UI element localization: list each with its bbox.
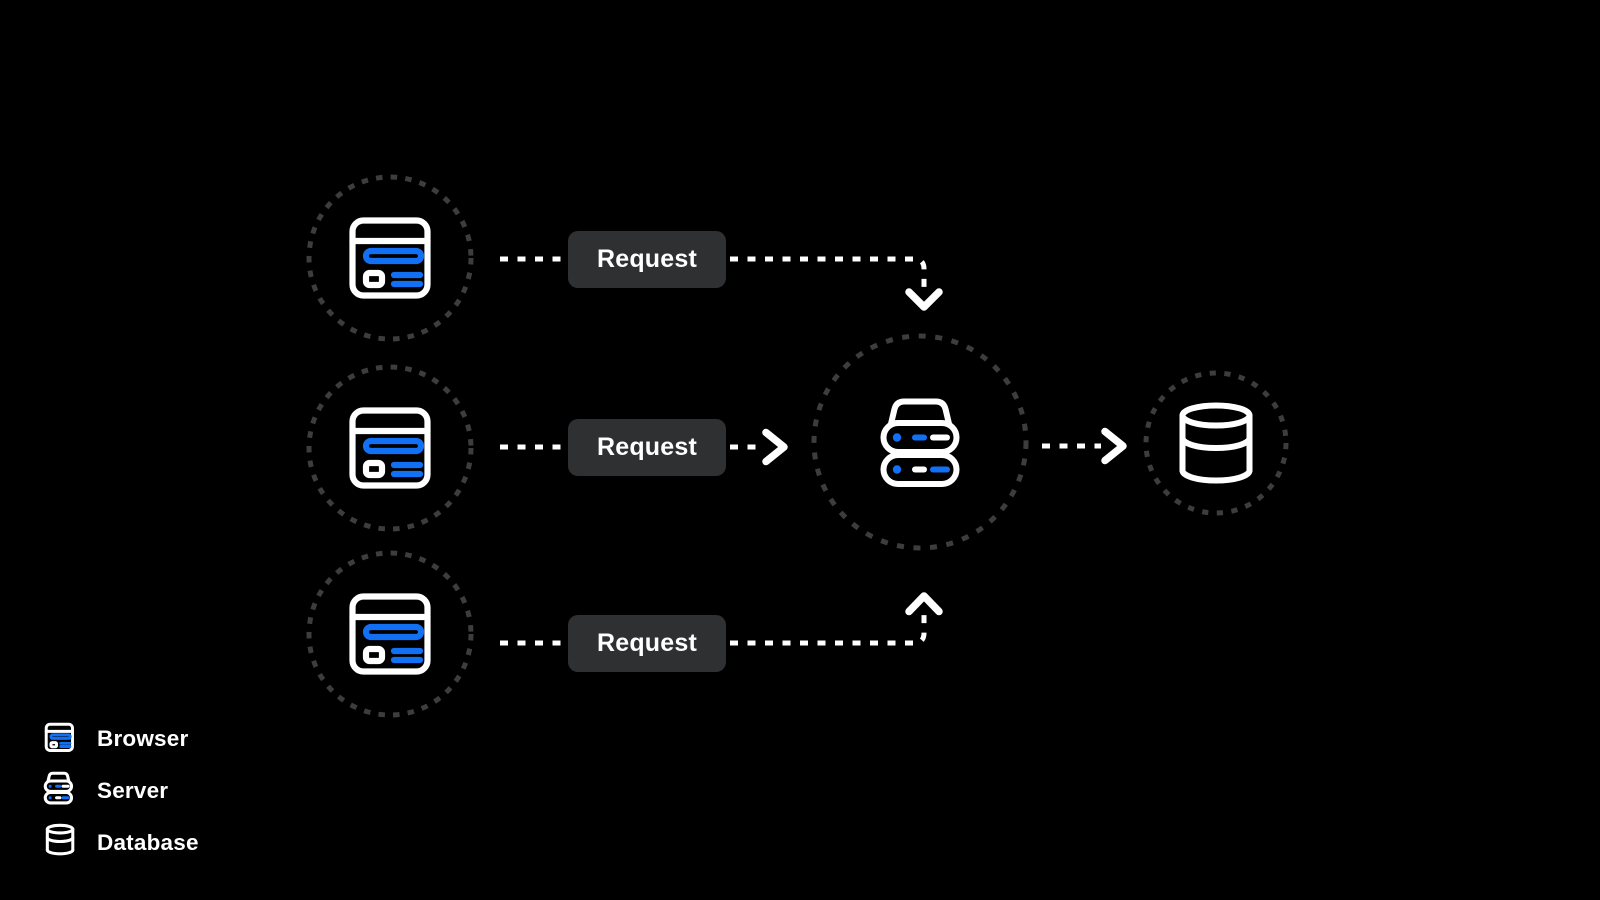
database-node <box>1143 370 1289 516</box>
legend-label: Database <box>97 830 199 855</box>
server-icon <box>45 773 72 804</box>
server-icon <box>883 401 957 485</box>
dashed-circle <box>1143 370 1289 516</box>
request-label: Request <box>597 245 698 273</box>
legend-item-browser: Browser <box>46 724 188 751</box>
browser-icon <box>46 724 73 751</box>
request-chip-bg <box>568 231 726 288</box>
legend-item-server: Server <box>45 773 168 804</box>
request-chip-bg <box>568 419 726 476</box>
browser-node-2 <box>306 364 474 532</box>
server-node <box>811 333 1029 551</box>
browser-icon <box>352 220 428 296</box>
legend-label: Server <box>97 778 168 803</box>
arrow-right-icon <box>1101 427 1127 465</box>
request-arrow-line <box>730 256 927 292</box>
dashed-circle <box>811 333 1029 551</box>
database-icon <box>1182 405 1250 481</box>
arrow-right-icon <box>762 428 788 466</box>
arrow-down-icon <box>905 288 943 311</box>
dashed-circle <box>306 550 474 718</box>
browser-icon <box>352 596 428 672</box>
legend: Browser Server Database <box>45 724 198 855</box>
dashed-circle <box>306 364 474 532</box>
request-label: Request <box>597 629 698 657</box>
request-chip-3: Request <box>568 615 726 672</box>
request-label: Request <box>597 433 698 461</box>
legend-item-database: Database <box>47 825 198 855</box>
legend-label: Browser <box>97 726 188 751</box>
dashed-circle <box>306 174 474 342</box>
arrow-up-icon <box>905 592 943 616</box>
request-chip-2: Request <box>568 419 726 476</box>
browser-node-3 <box>306 550 474 718</box>
database-icon <box>47 825 73 855</box>
request-chip-bg <box>568 615 726 672</box>
browser-icon <box>352 410 428 486</box>
request-arrow-line <box>730 612 927 646</box>
browser-node-1 <box>306 174 474 342</box>
request-chip-1: Request <box>568 231 726 288</box>
